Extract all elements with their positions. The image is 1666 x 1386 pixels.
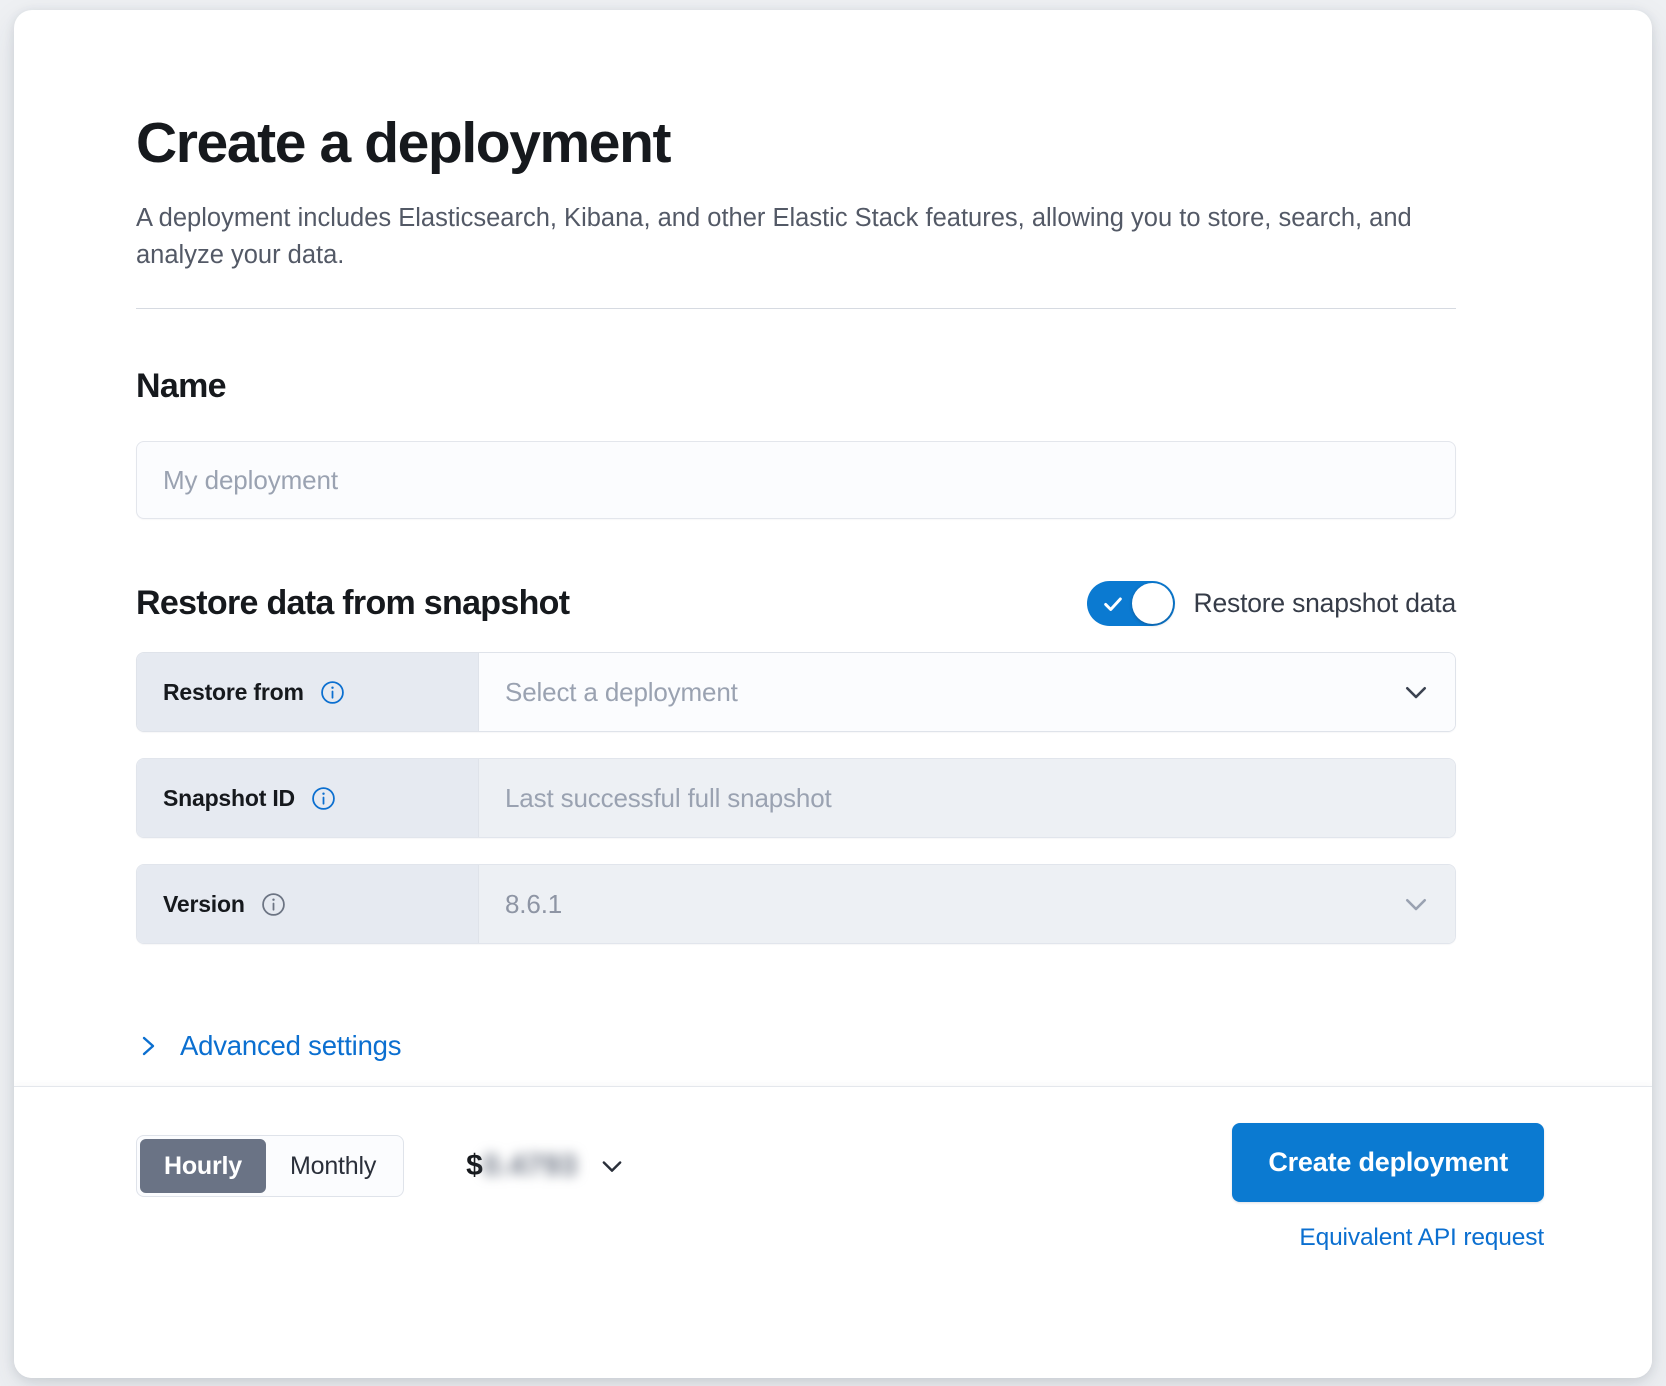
- chevron-down-icon[interactable]: [598, 1152, 626, 1180]
- name-section-title: Name: [136, 367, 227, 406]
- info-circle-icon[interactable]: [311, 786, 336, 811]
- chevron-right-icon: [142, 1037, 155, 1056]
- content-column: Create a deployment A deployment include…: [136, 111, 1457, 1065]
- version-label-prepend: Version: [137, 865, 479, 944]
- footer-right-group: Create deployment Equivalent API request: [1232, 1123, 1544, 1252]
- toggle-knob: [1131, 583, 1173, 625]
- card-body: Create a deployment A deployment include…: [14, 10, 1652, 1086]
- advanced-settings-label: Advanced settings: [180, 1030, 402, 1062]
- create-deployment-card: Create a deployment A deployment include…: [14, 10, 1652, 1378]
- chevron-down-icon[interactable]: [1401, 677, 1431, 707]
- create-deployment-button[interactable]: Create deployment: [1232, 1123, 1544, 1202]
- advanced-settings-toggle[interactable]: Advanced settings: [136, 1030, 402, 1062]
- check-icon: [1103, 597, 1122, 612]
- info-circle-icon[interactable]: [261, 892, 286, 917]
- chevron-down-icon: [1405, 899, 1427, 911]
- version-row: Version 8.6.1: [136, 864, 1456, 945]
- billing-option-hourly[interactable]: Hourly: [140, 1139, 266, 1193]
- billing-period-toggle[interactable]: Hourly Monthly: [136, 1135, 405, 1197]
- restore-section-title: Restore data from snapshot: [136, 584, 570, 623]
- snapshot-id-label-prepend: Snapshot ID: [137, 759, 479, 838]
- restore-snapshot-toggle-label: Restore snapshot data: [1193, 588, 1457, 619]
- snapshot-id-input: Last successful full snapshot: [479, 759, 1455, 838]
- currency-symbol: $: [466, 1149, 483, 1182]
- version-select: 8.6.1: [479, 865, 1455, 944]
- deployment-name-input[interactable]: My deployment: [136, 441, 1456, 520]
- card-footer: Hourly Monthly $0.4793 Create deployment…: [14, 1086, 1652, 1378]
- price-value-redacted: 0.4793: [482, 1149, 578, 1182]
- restore-from-label-prepend: Restore from: [137, 653, 479, 732]
- price-amount: $0.4793: [466, 1149, 577, 1183]
- billing-option-monthly[interactable]: Monthly: [289, 1151, 377, 1180]
- page-title: Create a deployment: [136, 111, 671, 175]
- restore-from-row[interactable]: Restore from Select a deployment: [136, 652, 1456, 733]
- snapshot-id-label: Snapshot ID: [163, 784, 295, 811]
- snapshot-id-value: Last successful full snapshot: [505, 782, 832, 813]
- version-value: 8.6.1: [505, 888, 563, 919]
- footer-left-group: Hourly Monthly $0.4793: [136, 1135, 626, 1197]
- restore-snapshot-toggle[interactable]: [1086, 581, 1175, 627]
- equivalent-api-request-link[interactable]: Equivalent API request: [1299, 1224, 1544, 1251]
- info-circle-icon[interactable]: [320, 680, 345, 705]
- restore-from-select[interactable]: Select a deployment: [479, 653, 1455, 732]
- page-description: A deployment includes Elasticsearch, Kib…: [136, 203, 1412, 270]
- restore-from-label: Restore from: [163, 678, 304, 705]
- name-section: Name My deployment: [136, 367, 1456, 520]
- snapshot-id-row: Snapshot ID Last successful full snapsho…: [136, 758, 1456, 839]
- deployment-name-placeholder: My deployment: [163, 464, 338, 495]
- header-divider: [136, 308, 1456, 310]
- price-display[interactable]: $0.4793: [466, 1149, 625, 1183]
- restore-snapshot-toggle-group[interactable]: Restore snapshot data: [1086, 581, 1457, 627]
- version-label: Version: [163, 890, 245, 917]
- restore-from-value: Select a deployment: [505, 676, 738, 707]
- restore-section-header: Restore data from snapshot Restore snaps…: [136, 581, 1457, 627]
